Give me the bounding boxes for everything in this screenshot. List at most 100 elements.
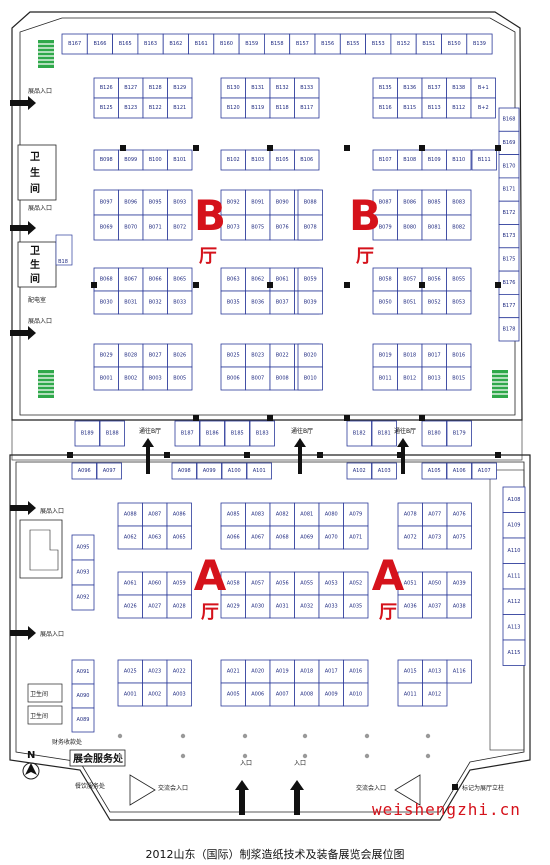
booth-number: B056 xyxy=(428,277,441,283)
booth-number: A001 xyxy=(124,692,137,698)
svg-text:入口: 入口 xyxy=(294,760,306,767)
booth-number: B160 xyxy=(220,41,233,47)
booth-a001: A001 xyxy=(117,682,143,707)
booth-a038: A038 xyxy=(446,594,472,619)
booth-number: B120 xyxy=(227,105,240,111)
booth-b002: B002 xyxy=(118,366,144,391)
booth-a072: A072 xyxy=(397,525,423,550)
booth-a109: A109 xyxy=(502,512,526,539)
booth-b062: B062 xyxy=(245,267,271,292)
booth-number: B050 xyxy=(379,300,392,306)
booth-number: A012 xyxy=(428,692,441,698)
booth-number: B101 xyxy=(173,157,186,163)
stair-top-left xyxy=(38,40,54,68)
booth-b067: B067 xyxy=(118,267,144,292)
booth-b161: B161 xyxy=(188,33,215,55)
booth-b168: B168 xyxy=(498,107,520,132)
booth-b178: B178 xyxy=(498,317,520,342)
svg-text:卫生间: 卫生间 xyxy=(30,712,48,720)
booth-a035: A035 xyxy=(343,594,369,619)
booth-a065: A065 xyxy=(166,525,192,550)
booth-number: A085 xyxy=(227,512,240,518)
pillar-marker xyxy=(495,452,501,458)
booth-b187: B187 xyxy=(174,420,200,447)
booth-number: B179 xyxy=(453,431,466,437)
booth-a099: A099 xyxy=(196,462,222,480)
booth-a095: A095 xyxy=(71,534,95,561)
booth-number: A021 xyxy=(227,669,240,675)
booth-number: B097 xyxy=(100,200,113,206)
booth-number: A055 xyxy=(300,581,313,587)
booth-b173: B173 xyxy=(498,224,520,249)
booth-b051: B051 xyxy=(397,290,423,315)
hall-b-label-right: B 厅 xyxy=(349,191,381,267)
booth-number: A092 xyxy=(77,595,90,601)
service-center: 展会服务处 xyxy=(69,749,126,767)
booth-number: B107 xyxy=(379,157,392,163)
booth-b079: B079 xyxy=(372,214,398,241)
pillar-marker xyxy=(419,145,425,151)
booth-b136: B136 xyxy=(397,77,423,99)
booth-b133: B133 xyxy=(294,77,320,99)
booth-number: B003 xyxy=(149,376,162,382)
booth-b059: B059 xyxy=(297,267,323,292)
booth-b188: B188 xyxy=(99,420,125,447)
booth-number: B163 xyxy=(144,41,157,47)
booth-number: B178 xyxy=(503,326,516,332)
booth-bplus2: B+2 xyxy=(470,97,496,119)
booth-number: B182 xyxy=(353,431,366,437)
booth-number: B057 xyxy=(403,277,416,283)
booth-a002: A002 xyxy=(142,682,168,707)
booth-a107: A107 xyxy=(471,462,497,480)
booth-number: A017 xyxy=(325,669,338,675)
booth-number: B096 xyxy=(124,200,137,206)
booth-a016: A016 xyxy=(343,659,369,684)
booth-number: B128 xyxy=(149,85,162,91)
booth-number: B036 xyxy=(251,300,264,306)
booth-a006: A006 xyxy=(245,682,271,707)
booth-number: B028 xyxy=(124,353,137,359)
booth-b116: B116 xyxy=(372,97,398,119)
booth-b159: B159 xyxy=(238,33,265,55)
booth-b017: B017 xyxy=(421,343,447,368)
booth-number: A082 xyxy=(276,512,289,518)
booth-b027: B027 xyxy=(142,343,168,368)
booth-number: B+2 xyxy=(478,105,489,111)
booth-a029: A029 xyxy=(220,594,246,619)
booth-b120: B120 xyxy=(220,97,246,119)
booth-b025: B025 xyxy=(220,343,246,368)
booth-number: A073 xyxy=(428,535,441,541)
booth-a023: A023 xyxy=(142,659,168,684)
booth-number: B100 xyxy=(149,157,162,163)
booth-number: B022 xyxy=(276,353,289,359)
pillar-marker xyxy=(244,452,250,458)
booth-number: A018 xyxy=(300,669,313,675)
booth-a091: A091 xyxy=(71,659,95,685)
stair-right xyxy=(492,370,508,398)
booth-b013: B013 xyxy=(421,366,447,391)
booth-number: B052 xyxy=(428,300,441,306)
booth-b113: B113 xyxy=(421,97,447,119)
booth-b111: B111 xyxy=(471,149,497,171)
booth-a112: A112 xyxy=(502,588,526,615)
booth-number: B123 xyxy=(124,105,137,111)
column-dot xyxy=(364,733,370,739)
booth-number: A075 xyxy=(453,535,466,541)
hall-a-label-left: A 厅 xyxy=(194,551,227,623)
booth-number: A086 xyxy=(173,512,186,518)
booth-number: B091 xyxy=(251,200,264,206)
booth-number: B006 xyxy=(227,376,240,382)
booth-b075: B075 xyxy=(245,214,271,241)
booth-number: B071 xyxy=(149,225,162,231)
booth-number: B078 xyxy=(304,225,317,231)
booth-a039: A039 xyxy=(446,571,472,596)
booth-a071: A071 xyxy=(343,525,369,550)
booth-a108: A108 xyxy=(502,486,526,513)
booth-b091: B091 xyxy=(245,189,271,216)
booth-b037: B037 xyxy=(269,290,295,315)
hall-a-letter: A xyxy=(194,551,227,600)
booth-number: B031 xyxy=(124,300,137,306)
booth-number: A107 xyxy=(478,468,491,474)
booth-b026: B026 xyxy=(167,343,193,368)
